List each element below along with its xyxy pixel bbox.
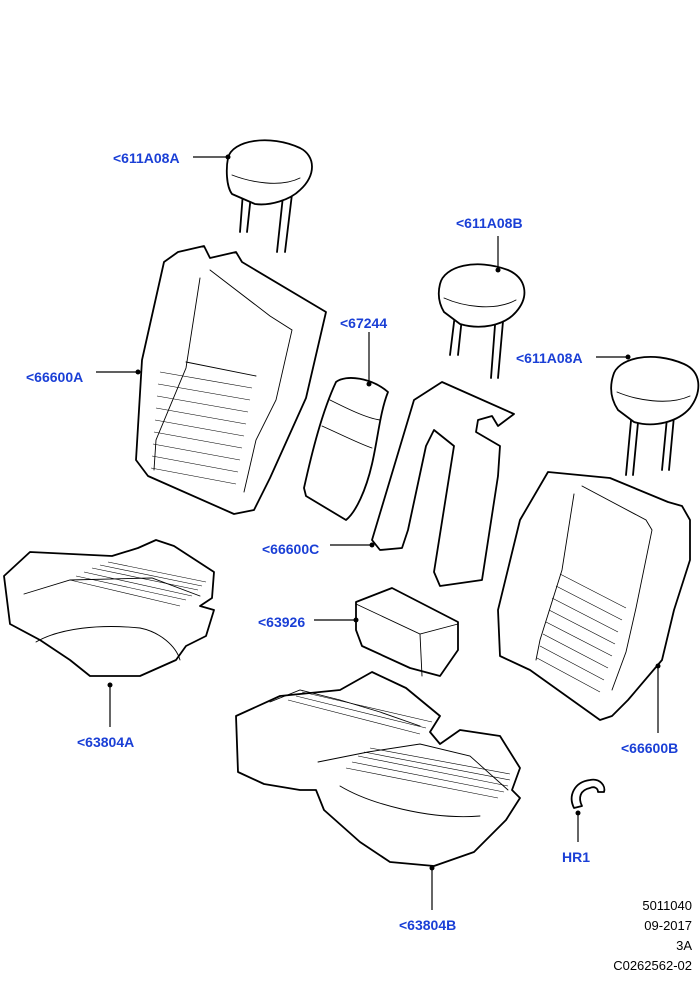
callout-hr1[interactable]: HR1 bbox=[562, 849, 590, 865]
armrest bbox=[303, 377, 389, 521]
seat-back-right bbox=[497, 471, 691, 721]
catalog-code: C0262562-02 bbox=[613, 958, 692, 973]
callout-66600b[interactable]: <66600B bbox=[621, 740, 678, 756]
illustration-date: 09-2017 bbox=[644, 918, 692, 933]
callout-611a08b[interactable]: <611A08B bbox=[456, 215, 523, 231]
leader-lines bbox=[96, 154, 661, 910]
callout-611a08a-left[interactable]: <611A08A bbox=[113, 150, 180, 166]
seat-back-left bbox=[135, 245, 327, 515]
illustration-number: 5011040 bbox=[642, 898, 692, 913]
hr1-clip bbox=[570, 778, 606, 809]
callout-67244[interactable]: <67244 bbox=[340, 315, 387, 331]
callout-66600c[interactable]: <66600C bbox=[262, 541, 319, 557]
seat-cushion-bottom bbox=[235, 671, 521, 867]
callout-63926[interactable]: <63926 bbox=[258, 614, 305, 630]
headrest-center bbox=[437, 263, 526, 379]
callout-611a08a-right[interactable]: <611A08A bbox=[516, 350, 583, 366]
headrest-left bbox=[225, 139, 313, 253]
seat-cushion-left bbox=[3, 539, 215, 677]
seat-cushion-small bbox=[355, 587, 459, 677]
seat-back-center-frame bbox=[371, 381, 515, 587]
callout-63804b[interactable]: <63804B bbox=[399, 917, 456, 933]
callout-63804a[interactable]: <63804A bbox=[77, 734, 134, 750]
illustration-revision: 3A bbox=[676, 938, 692, 953]
headrest-right bbox=[610, 356, 700, 476]
callout-66600a[interactable]: <66600A bbox=[26, 369, 83, 385]
